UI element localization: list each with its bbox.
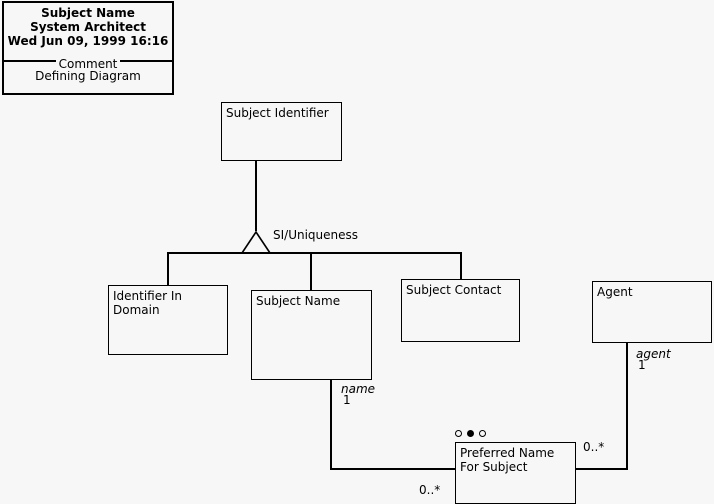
uniqueness-marker-hollow-2 [479, 430, 486, 437]
uniqueness-markers [455, 430, 486, 437]
subtype-fanout-bar [167, 252, 462, 254]
title-block-role: System Architect [30, 20, 146, 34]
entity-agent-label: Agent [597, 285, 633, 299]
role-agent-label: agent [636, 347, 671, 361]
entity-subject-contact[interactable]: Subject Contact [401, 279, 520, 342]
connector-subject-identifier-to-subtype [255, 161, 257, 231]
title-block-name: Subject Name [41, 6, 135, 20]
title-block-divider: Comment [4, 53, 172, 71]
connector-agent-vertical [626, 343, 628, 469]
entity-preferred-name-for-subject-label: Preferred Name For Subject [460, 446, 555, 474]
entity-identifier-in-domain[interactable]: Identifier In Domain [108, 285, 228, 355]
entity-preferred-name-for-subject[interactable]: Preferred Name For Subject [455, 442, 576, 504]
role-name-cardinality: 1 [343, 393, 351, 407]
uniqueness-marker-filled [467, 430, 474, 437]
entity-agent[interactable]: Agent [592, 281, 712, 343]
title-block-comment: Defining Diagram [35, 69, 141, 83]
subtype-constraint-label: SI/Uniqueness [273, 228, 359, 242]
title-block-divider-label: Comment [55, 57, 121, 71]
title-block-timestamp: Wed Jun 09, 1999 16:16 [7, 34, 169, 48]
connector-to-subject-contact [460, 252, 462, 279]
connector-subject-name-vertical [330, 380, 332, 469]
connector-agent-horizontal [575, 468, 628, 470]
entity-subject-identifier[interactable]: Subject Identifier [221, 102, 342, 161]
role-name-label: name [341, 382, 376, 396]
connector-to-identifier-in-domain [167, 252, 169, 285]
entity-subject-identifier-label: Subject Identifier [226, 106, 329, 120]
title-block: Subject Name System Architect Wed Jun 09… [2, 1, 174, 95]
entity-subject-contact-label: Subject Contact [406, 283, 502, 297]
connector-to-subject-name [310, 252, 312, 290]
role-agent-cardinality: 1 [638, 358, 646, 372]
connector-subject-name-horizontal [330, 468, 456, 470]
cardinality-right-label: 0..* [583, 440, 605, 454]
entity-subject-name-label: Subject Name [256, 294, 341, 308]
entity-identifier-in-domain-label: Identifier In Domain [113, 289, 183, 317]
cardinality-left-label: 0..* [419, 483, 441, 497]
uniqueness-marker-hollow-1 [455, 430, 462, 437]
entity-subject-name[interactable]: Subject Name [251, 290, 372, 380]
